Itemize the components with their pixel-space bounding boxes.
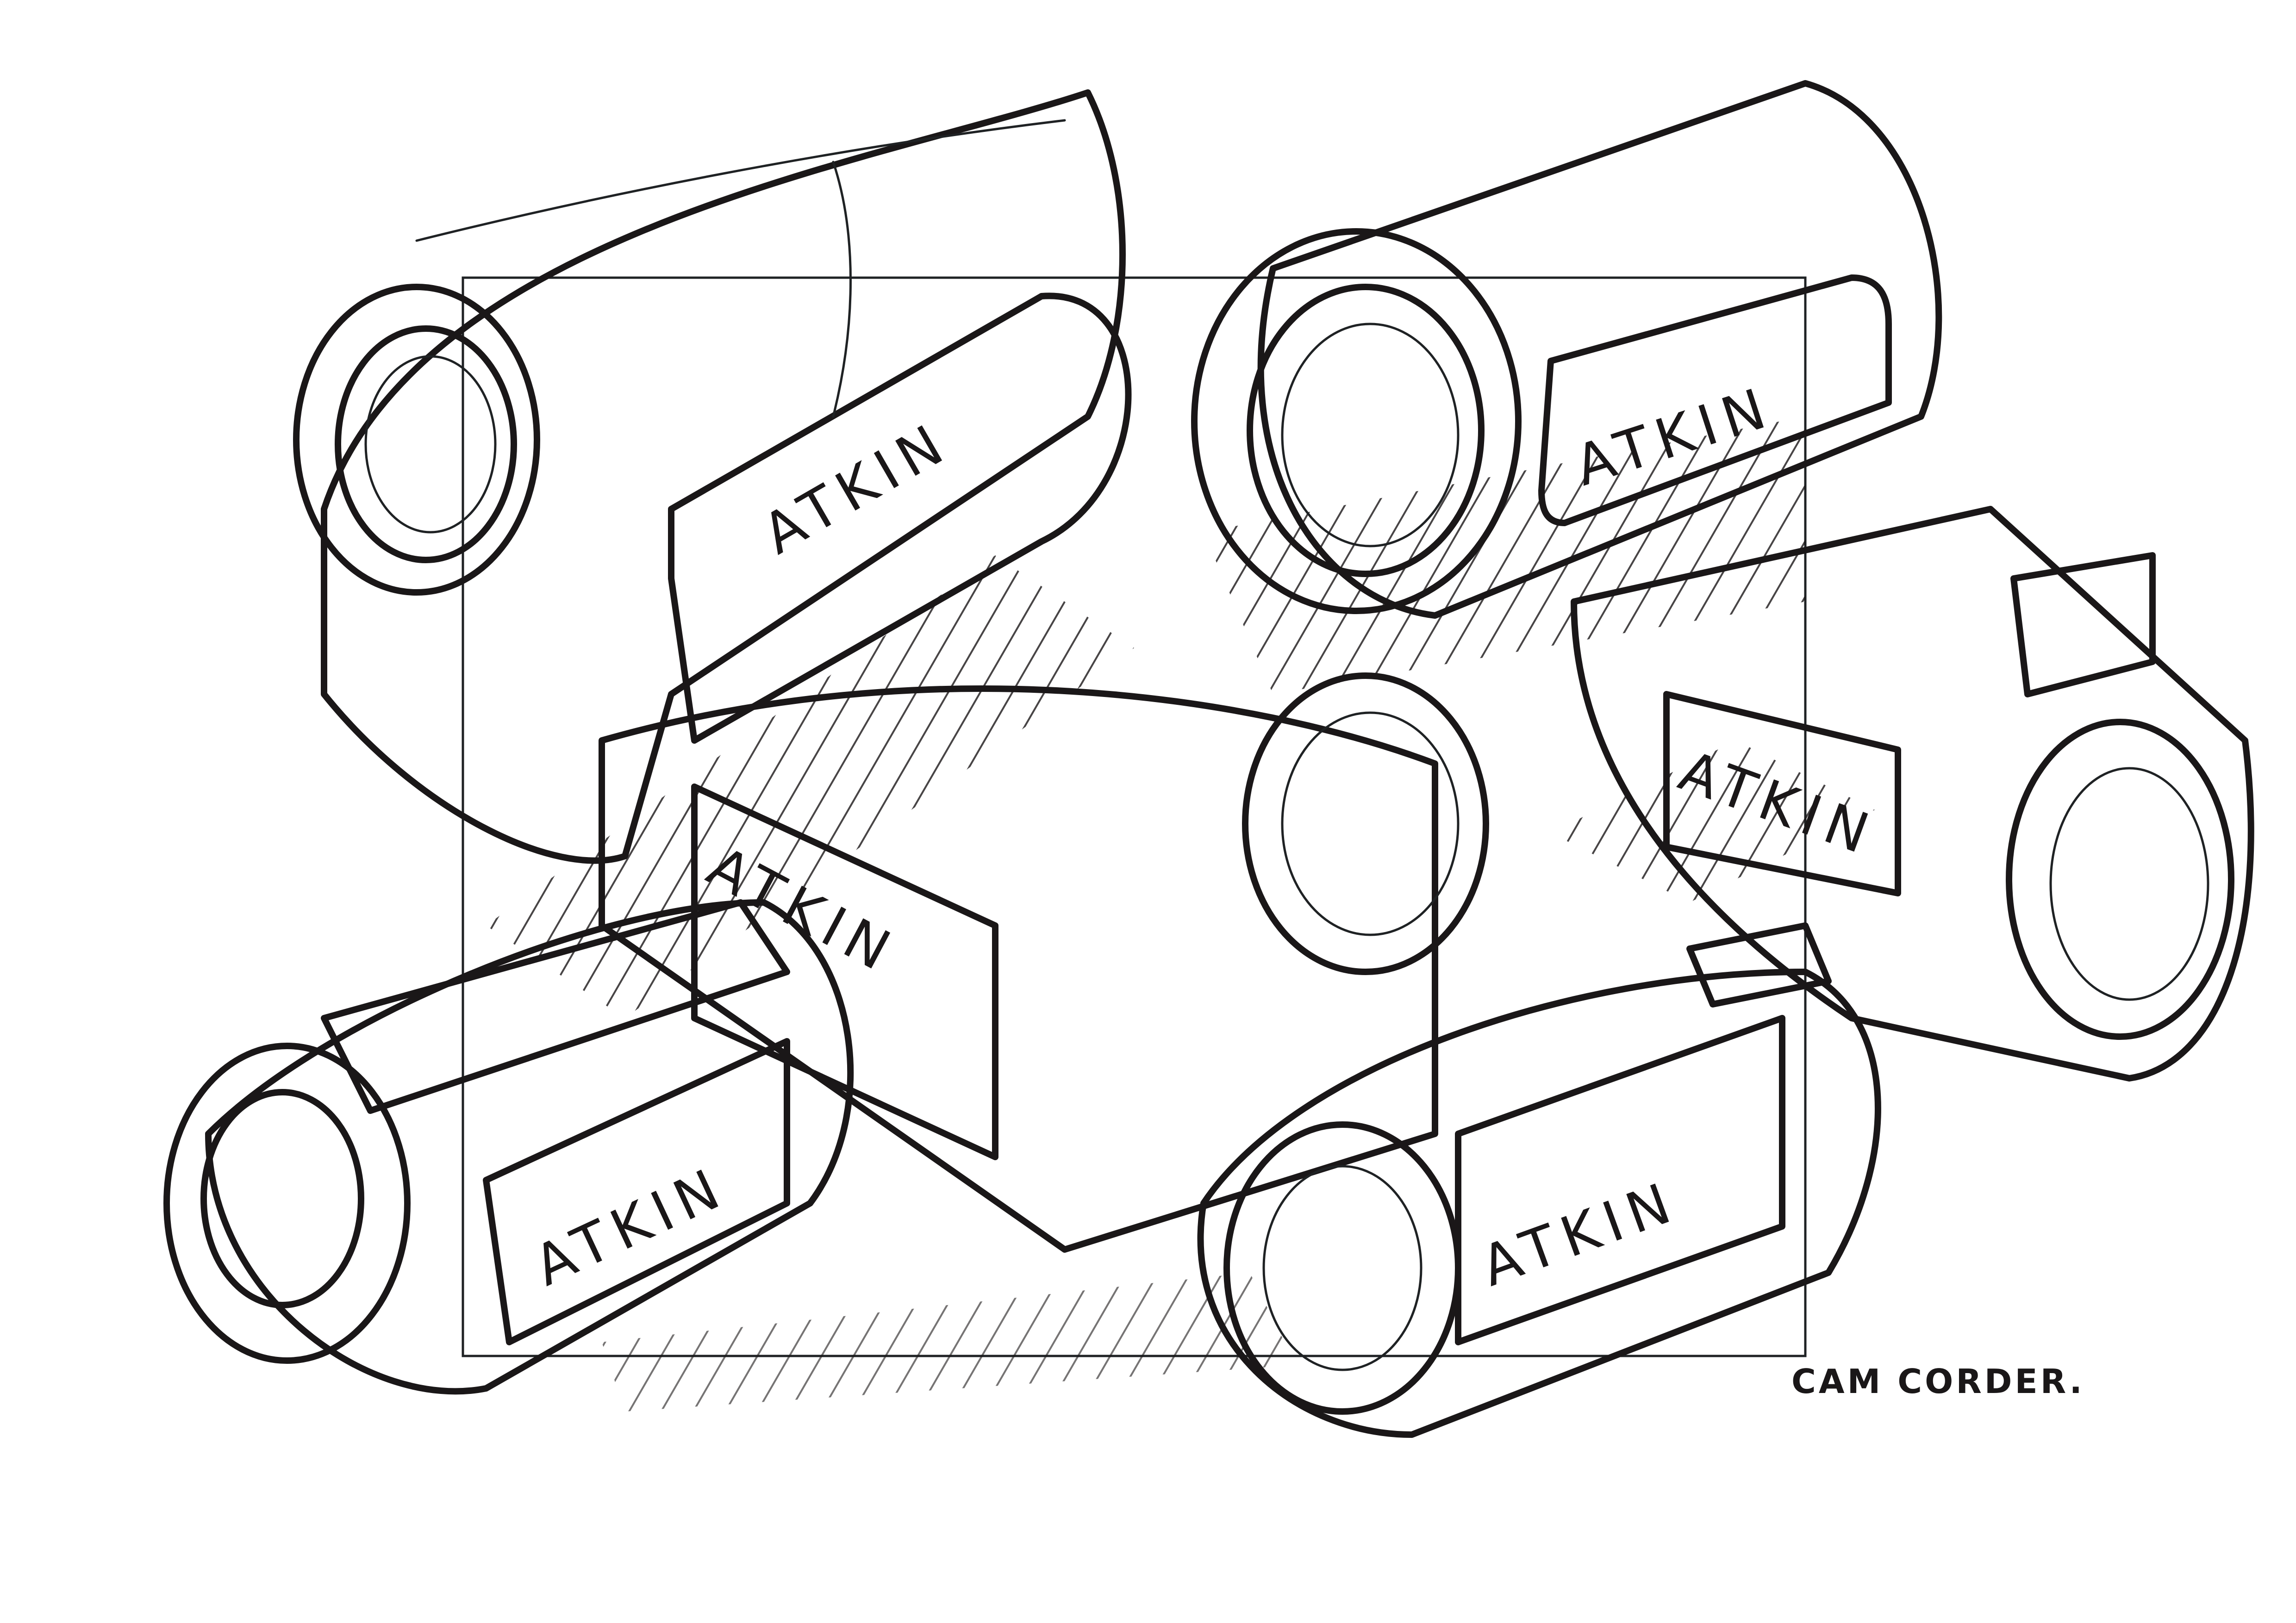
camcorder-right: ATKIN [1551,506,2254,1082]
caption: CAM CORDER. [1791,1362,2085,1401]
brand-label: ATKIN [1473,1169,1686,1299]
brand-label: ATKIN [525,1154,736,1299]
brand-label: ATKIN [752,410,961,567]
camcorder-bottom-left: ATKIN [163,899,854,1395]
camcorder-top-right: ATKIN [1191,80,1942,694]
camcorder-bottom-right: ATKIN [1197,922,1881,1438]
